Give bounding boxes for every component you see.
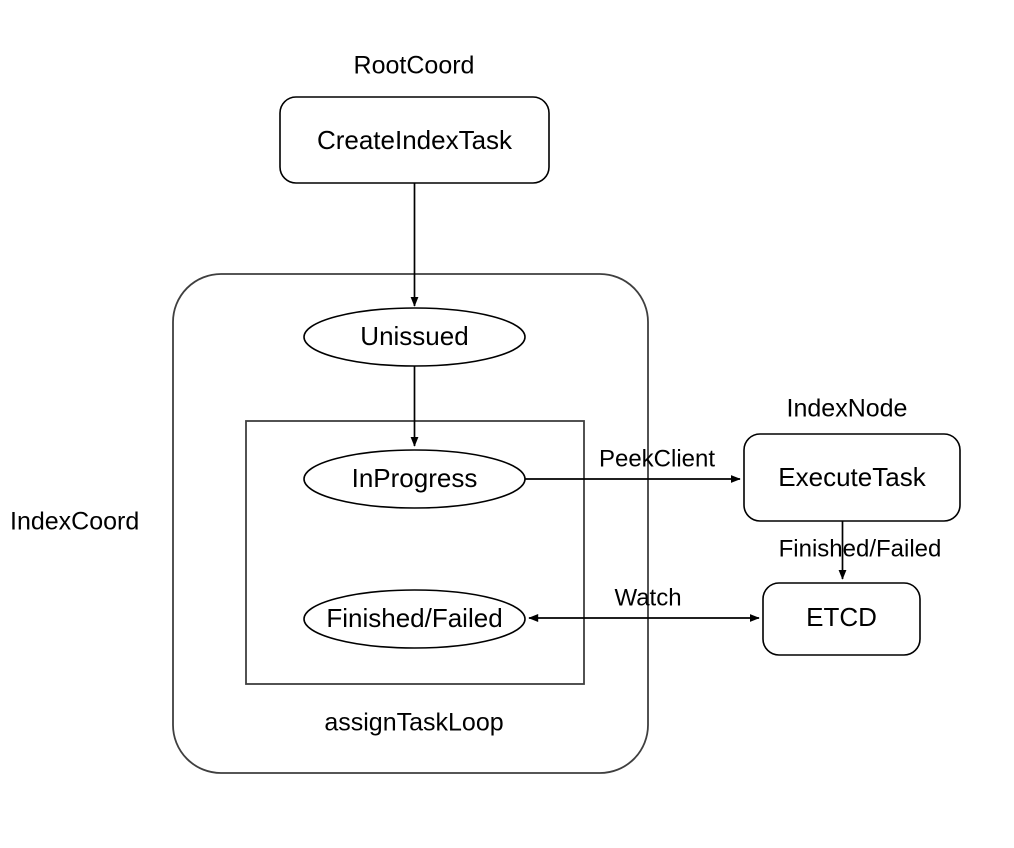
node-createindextask[interactable]: CreateIndexTask — [279, 96, 550, 184]
node-shape-createindextask — [279, 96, 550, 184]
group-label-indexcoord: IndexCoord — [10, 508, 139, 536]
node-shape-etcd — [762, 582, 921, 656]
node-label-createindextask: CreateIndexTask — [317, 125, 513, 155]
node-shape-unissued — [303, 307, 526, 367]
group-container-indexcoord — [172, 273, 649, 774]
node-label-executetask: ExecuteTask — [778, 462, 926, 492]
node-label-etcd: ETCD — [806, 602, 877, 632]
node-executetask[interactable]: ExecuteTask — [743, 433, 961, 522]
group-label-rootcoord: RootCoord — [354, 52, 475, 80]
edge-label-peekclient: PeekClient — [599, 445, 715, 472]
edge-label-finished-failed: Finished/Failed — [779, 535, 942, 562]
node-shape-inprogress — [303, 449, 526, 509]
group-label-indexnode: IndexNode — [787, 395, 908, 423]
node-finished-failed[interactable]: Finished/Failed — [303, 589, 526, 649]
group-label-assigntaskloop: assignTaskLoop — [324, 709, 503, 737]
node-shape-finished-failed — [303, 589, 526, 649]
node-shape-executetask — [743, 433, 961, 522]
node-inprogress[interactable]: InProgress — [303, 449, 526, 509]
node-etcd[interactable]: ETCD — [762, 582, 921, 656]
node-unissued[interactable]: Unissued — [303, 307, 526, 367]
edge-label-watch: Watch — [614, 584, 681, 611]
node-label-inprogress: InProgress — [352, 463, 478, 493]
node-label-finished-failed: Finished/Failed — [326, 603, 502, 633]
node-label-unissued: Unissued — [360, 321, 468, 351]
